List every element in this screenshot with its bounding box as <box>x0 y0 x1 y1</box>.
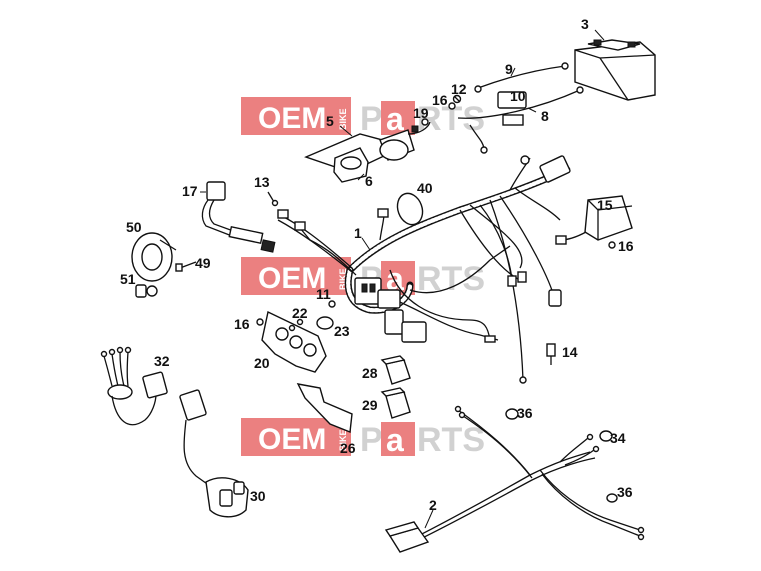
callout-8: 8 <box>541 108 549 124</box>
callout-20: 20 <box>254 355 270 371</box>
callout-30: 30 <box>250 488 266 504</box>
callout-3: 3 <box>581 16 589 32</box>
callout-29: 29 <box>362 397 378 413</box>
callout-36-top: 36 <box>517 405 533 421</box>
callout-16-regulator: 16 <box>618 238 634 254</box>
callout-5: 5 <box>326 113 334 129</box>
callout-32: 32 <box>154 353 170 369</box>
terminal-pin-13[interactable] <box>267 191 279 207</box>
starter-relay-19[interactable] <box>379 118 431 161</box>
screw-16-regulator[interactable] <box>608 241 616 249</box>
callout-14: 14 <box>562 344 578 360</box>
callout-17: 17 <box>182 183 198 199</box>
horn-bolt-49[interactable] <box>175 261 197 272</box>
watermark-bike: BIKE <box>338 268 348 290</box>
callout-50: 50 <box>126 219 142 235</box>
callout-labels: 3 9 12 16 10 8 19 5 6 17 13 40 15 1 16 5… <box>120 16 634 513</box>
watermark-oem: OEM <box>258 423 326 456</box>
battery[interactable] <box>574 39 656 101</box>
relay-28[interactable] <box>380 355 411 385</box>
screw-16-top[interactable] <box>448 102 456 110</box>
watermark-p: P <box>360 100 383 138</box>
watermark-middle: OEM BIKE P a RTS <box>241 257 485 298</box>
callout-12: 12 <box>451 81 467 97</box>
watermark-a: a <box>386 101 404 137</box>
rubber-holder-6[interactable] <box>333 147 369 183</box>
relay-29[interactable] <box>380 387 411 419</box>
grommet-36-bottom[interactable] <box>606 493 618 503</box>
callout-36-bottom: 36 <box>617 484 633 500</box>
callout-49: 49 <box>195 255 211 271</box>
grommet-36-top[interactable] <box>505 408 519 420</box>
watermark-bike: BIKE <box>338 108 348 130</box>
handlebar-switch-30[interactable] <box>179 389 249 518</box>
nut-11[interactable] <box>328 300 336 308</box>
callout-28: 28 <box>362 365 378 381</box>
main-wiring-harness-1[interactable] <box>277 155 571 384</box>
callout-23: 23 <box>334 323 350 339</box>
sensor-14[interactable] <box>546 343 556 365</box>
screw-12[interactable] <box>452 94 462 104</box>
callout-9: 9 <box>505 61 513 77</box>
watermark-top: OEM BIKE P a RTS <box>241 97 485 138</box>
callout-11: 11 <box>316 286 331 302</box>
screw-16-plate[interactable] <box>256 318 264 326</box>
callout-34: 34 <box>610 430 626 446</box>
callout-26: 26 <box>340 440 356 456</box>
grommet-34[interactable] <box>599 430 613 442</box>
battery-cable-negative[interactable] <box>474 62 569 93</box>
watermark-bike: BIKE <box>338 429 348 451</box>
callout-16-top: 16 <box>432 92 448 108</box>
horn-wire-17[interactable] <box>201 181 276 253</box>
callout-13: 13 <box>254 174 270 190</box>
connector-32[interactable] <box>100 346 168 426</box>
callout-16-plate: 16 <box>234 316 250 332</box>
nut-51[interactable] <box>135 284 158 298</box>
watermark-p: P <box>360 421 383 459</box>
screws-22[interactable] <box>288 318 304 332</box>
watermark-rts: RTS <box>417 421 485 459</box>
callout-19: 19 <box>413 105 429 121</box>
callout-6: 6 <box>365 173 373 189</box>
callout-15: 15 <box>597 197 613 213</box>
battery-cable-positive[interactable] <box>457 86 584 154</box>
watermark-oem: OEM <box>258 102 326 135</box>
callout-51: 51 <box>120 271 136 287</box>
callout-40: 40 <box>417 180 433 196</box>
callout-2: 2 <box>429 497 437 513</box>
voltage-regulator-15[interactable] <box>555 195 633 245</box>
mounting-plate-20[interactable] <box>261 310 327 373</box>
callout-1: 1 <box>354 225 362 241</box>
watermark-bottom: OEM BIKE P a RTS <box>241 418 485 459</box>
grommet-23[interactable] <box>316 316 334 330</box>
callout-10: 10 <box>510 88 526 104</box>
watermark-rts: RTS <box>417 260 485 298</box>
horn-50[interactable] <box>131 232 177 282</box>
lower-harness-2[interactable] <box>384 405 645 553</box>
bracket-26[interactable] <box>296 383 353 433</box>
callout-22: 22 <box>292 305 308 321</box>
watermark-a: a <box>386 422 404 458</box>
watermark-oem: OEM <box>258 262 326 295</box>
